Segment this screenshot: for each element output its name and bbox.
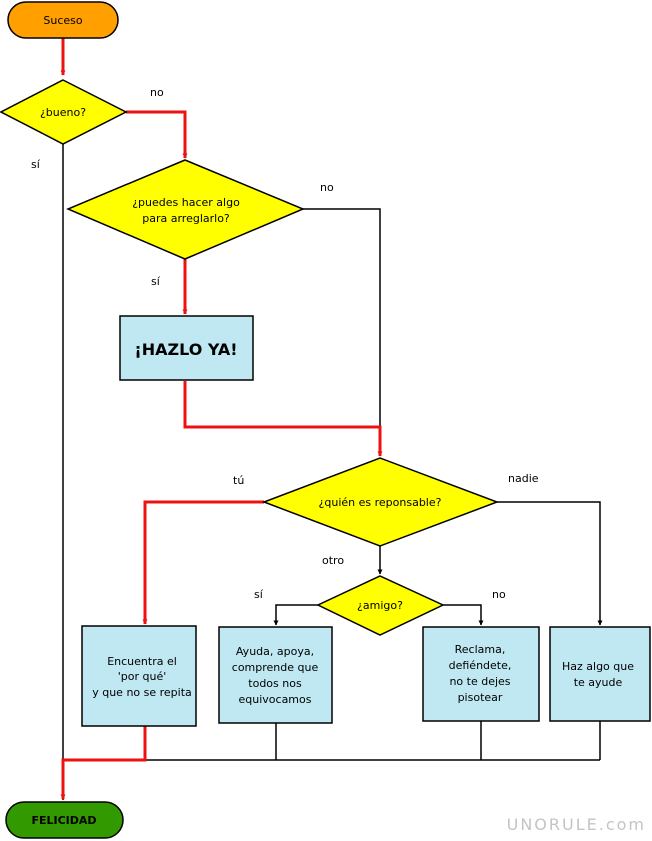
edge-label-fix-yes: sí <box>151 275 161 288</box>
connectors <box>60 38 603 800</box>
process-do-something-line2: te ayude <box>574 676 623 689</box>
start-node: Suceso <box>7 1 119 39</box>
decision-can-fix-line2: para arreglarlo? <box>142 212 230 225</box>
edge-label-who-you: tú <box>233 474 244 487</box>
process-claim-line2: defiéndete, <box>449 659 512 672</box>
process-claim-line3: no te dejes <box>449 675 510 688</box>
edge-label-good-no: no <box>150 86 164 99</box>
decision-can-fix-line1: ¿puedes hacer algo <box>132 196 240 209</box>
edge-label-who-nobody: nadie <box>508 472 539 485</box>
watermark: UNORULE.com <box>507 815 646 834</box>
edge-label-who-other: otro <box>322 554 344 567</box>
decision-good-label: ¿bueno? <box>40 106 86 119</box>
process-do-something: Haz algo que te ayude <box>549 626 651 722</box>
edge-friend-no <box>443 604 484 626</box>
decision-friend: ¿amigo? <box>316 575 445 636</box>
edge-who-you <box>142 500 264 625</box>
process-help-line4: equivocamos <box>239 693 312 706</box>
process-do-it: ¡HAZLO YA! <box>119 315 254 381</box>
process-claim: Reclama, defiéndete, no te dejes pisotea… <box>422 626 540 722</box>
process-find-why: Encuentra el 'por qué' y que no se repit… <box>81 625 197 727</box>
start-label: Suceso <box>43 14 83 27</box>
process-do-it-label: ¡HAZLO YA! <box>134 340 237 359</box>
decision-who-label: ¿quién es reponsable? <box>319 496 442 509</box>
process-help-line2: comprende que <box>232 661 319 674</box>
decision-who: ¿quién es reponsable? <box>261 457 500 547</box>
process-do-something-line1: Haz algo que <box>562 660 634 673</box>
edge-label-friend-yes: sí <box>254 588 264 601</box>
edge-label-friend-no: no <box>492 588 506 601</box>
decision-good: ¿bueno? <box>0 79 128 145</box>
edge-good-no <box>126 110 188 159</box>
decision-can-fix: ¿puedes hacer algo para arreglarlo? <box>66 159 305 260</box>
process-help-line1: Ayuda, apoya, <box>236 645 314 658</box>
process-find-why-line3: y que no se repita <box>92 686 192 699</box>
process-claim-line1: Reclama, <box>455 643 506 656</box>
decision-friend-label: ¿amigo? <box>357 599 403 612</box>
edge-who-nobody <box>497 501 603 626</box>
edge-label-good-yes: sí <box>31 158 41 171</box>
end-node: FELICIDAD <box>5 801 124 839</box>
process-help-line3: todos nos <box>248 677 302 690</box>
edge-findwhy-to-end <box>60 726 147 800</box>
process-claim-line4: pisotear <box>458 691 503 704</box>
end-label: FELICIDAD <box>31 814 96 827</box>
process-help: Ayuda, apoya, comprende que todos nos eq… <box>218 626 333 724</box>
edge-friend-yes <box>273 604 318 626</box>
edge-labels: no sí no sí tú nadie otro sí no <box>31 86 539 601</box>
process-find-why-line1: Encuentra el <box>107 655 177 668</box>
edge-fix-no <box>303 208 381 430</box>
edge-label-fix-no: no <box>320 181 334 194</box>
edge-doit-to-who <box>183 381 383 457</box>
process-find-why-line2: 'por qué' <box>118 670 167 683</box>
